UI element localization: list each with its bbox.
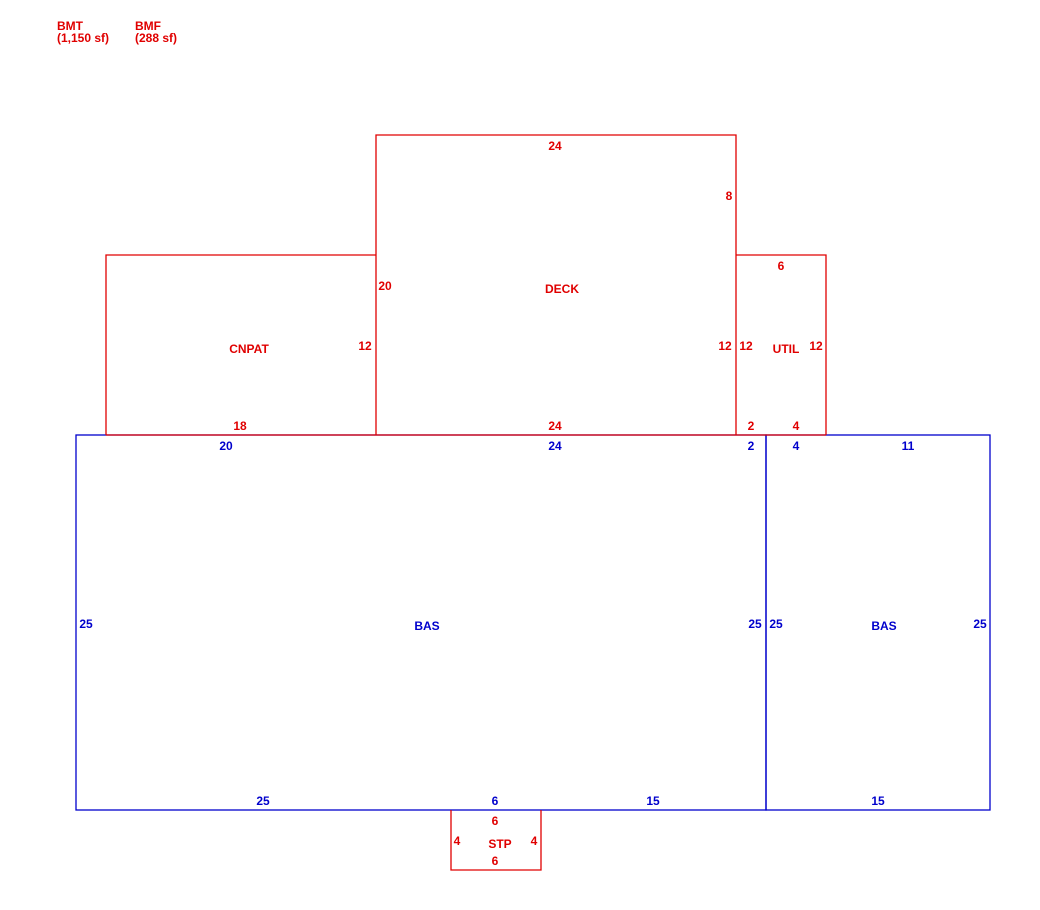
bas-east-dim-bottom: 15	[871, 794, 885, 808]
bas-main-label: BAS	[414, 619, 439, 633]
bas-east-dim-top-right: 11	[902, 439, 915, 453]
bas-east-label: BAS	[871, 619, 896, 633]
bas-main-dim-top-left: 20	[219, 439, 233, 453]
stp-label: STP	[488, 837, 511, 851]
util-outline	[736, 254, 827, 435]
legend-bmt-area: (1,150 sf)	[57, 31, 110, 45]
deck-label: DECK	[545, 282, 579, 296]
legend-bmf-code: BMF	[135, 19, 161, 33]
deck-dim-left-lower: 12	[358, 339, 372, 353]
util-dim-bottom-left: 2	[748, 419, 755, 433]
bas-main-dim-bottom-right: 15	[646, 794, 660, 808]
stp-dim-left: 4	[454, 834, 461, 848]
legend-bmt-code: BMT	[57, 19, 83, 33]
util-dim-right: 12	[809, 339, 823, 353]
legend-bmf-area: (288 sf)	[135, 31, 178, 45]
util-dim-bottom-right: 4	[793, 419, 800, 433]
cnpat-label: CNPAT	[229, 342, 269, 356]
bas-main-dim-bottom-mid: 6	[492, 794, 499, 808]
bas-main-dim-top-right: 2	[748, 439, 755, 453]
util-label: UTIL	[773, 342, 800, 356]
bas-main-dim-top-mid: 24	[548, 439, 562, 453]
bas-east-dim-top-left: 4	[793, 439, 800, 453]
cnpat-outline	[105, 254, 376, 435]
stp-dim-bottom: 6	[492, 854, 499, 868]
legend-bmf: BMF (288 sf)	[135, 20, 177, 44]
deck-outline	[375, 134, 737, 435]
stp-dim-top: 6	[492, 814, 499, 828]
legend-bmt: BMT (1,150 sf)	[57, 20, 109, 44]
deck-dim-right-upper: 8	[726, 189, 733, 203]
stp-dim-right: 4	[531, 834, 538, 848]
util-dim-top: 6	[778, 259, 785, 273]
bas-main-dim-left: 25	[79, 617, 93, 631]
bas-main-dim-right: 25	[748, 617, 762, 631]
bas-east-dim-right: 25	[973, 617, 987, 631]
bas-east-dim-left: 25	[769, 617, 783, 631]
deck-dim-top: 24	[548, 139, 562, 153]
util-dim-left: 12	[739, 339, 753, 353]
deck-dim-bottom: 24	[548, 419, 562, 433]
deck-dim-left-upper: 20	[378, 279, 392, 293]
bas-east-outline	[765, 434, 991, 811]
bas-main-dim-bottom-left: 25	[256, 794, 270, 808]
cnpat-dim-bottom: 18	[233, 419, 247, 433]
deck-dim-right-lower: 12	[718, 339, 732, 353]
stp-outline	[450, 810, 542, 871]
